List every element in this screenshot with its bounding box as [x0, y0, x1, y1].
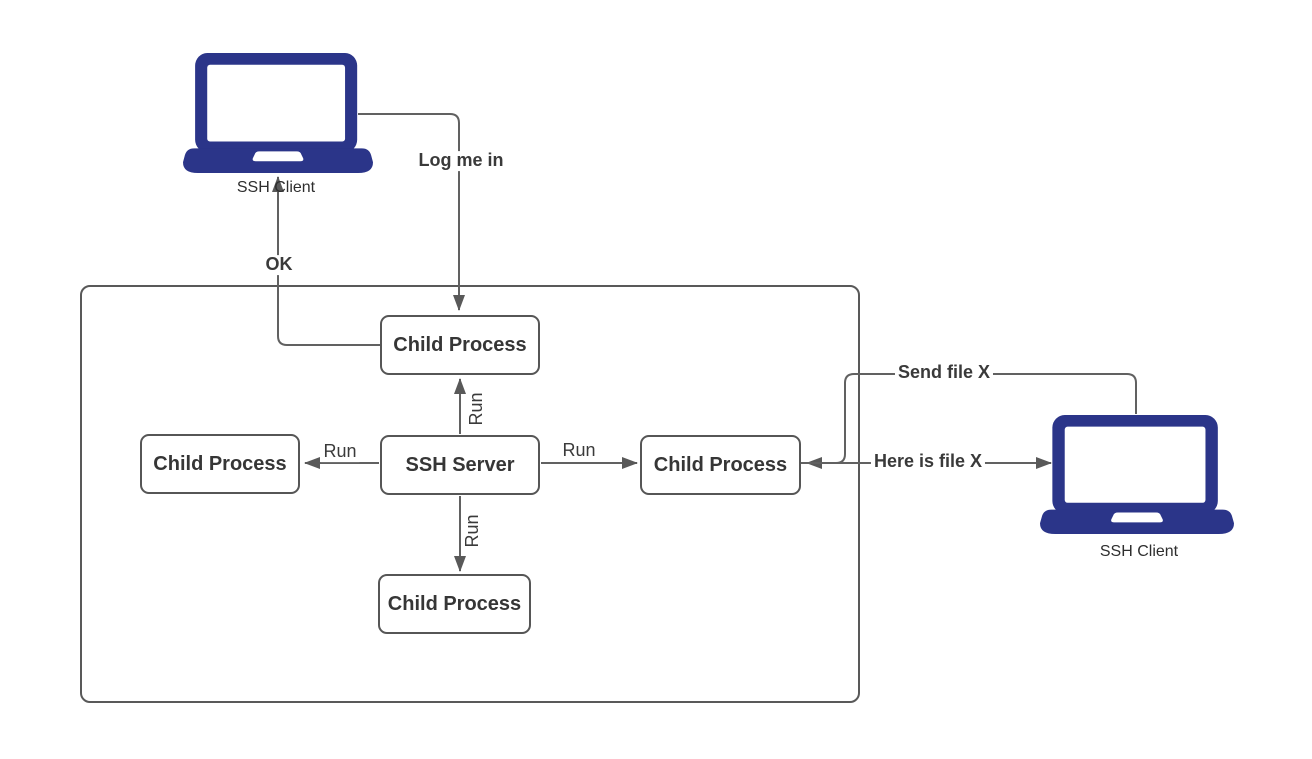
node-child-process-top: Child Process [380, 315, 540, 375]
node-child-process-right: Child Process [640, 435, 801, 495]
node-child-process-left: Child Process [140, 434, 300, 494]
laptop-icon [1040, 414, 1234, 535]
edge-label-send-file-x: Send file X [894, 362, 994, 383]
edge-label-run-left: Run [320, 441, 360, 462]
node-ssh-server: SSH Server [380, 435, 540, 495]
edge-label-ok: OK [262, 254, 296, 275]
node-label: Child Process [387, 592, 522, 615]
laptop-icon [183, 52, 373, 174]
edge-label-run-top: Run [466, 389, 487, 429]
edge-label-run-right: Run [559, 440, 599, 461]
node-label: Child Process [653, 453, 788, 476]
edge-label-log-me-in: Log me in [415, 150, 507, 171]
server-host-container [80, 285, 860, 703]
ssh-client-right-label: SSH Client [1099, 543, 1179, 560]
edge-label-here-is-file-x: Here is file X [870, 451, 986, 472]
edge-label-run-bottom: Run [462, 511, 483, 551]
node-label: Child Process [153, 452, 287, 475]
edge-log-me-in [358, 113, 465, 311]
ssh-client-left-label: SSH Client [236, 179, 316, 196]
node-label: Child Process [393, 333, 527, 356]
node-label: SSH Server [405, 453, 515, 476]
node-child-process-bottom: Child Process [378, 574, 531, 634]
